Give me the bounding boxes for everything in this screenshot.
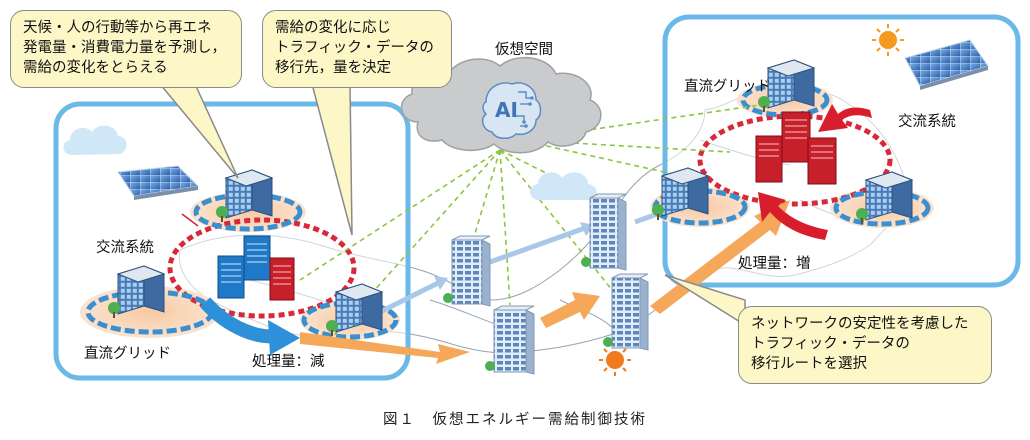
- callout-prediction-line-2: 発電量・消費電力量を予測し，: [23, 40, 226, 56]
- solar-panel-icon: [904, 39, 989, 90]
- office-building-icon: [108, 265, 166, 318]
- callout-tails: [158, 83, 746, 327]
- increase-arrows: [758, 104, 872, 240]
- cloud-icon: [529, 172, 597, 200]
- ac-ring-left: [167, 217, 357, 319]
- server-rack-group-right: [755, 111, 837, 185]
- callout-route-line-1: ネットワークの安定性を考慮した: [751, 316, 969, 332]
- callout-decision-line-1: 需給の変化に応じ: [275, 20, 391, 36]
- dc-glow-left: [80, 286, 220, 338]
- ac-grid-label-right: 交流系統: [898, 114, 956, 130]
- sun-icon: [599, 344, 631, 376]
- office-building-icon: [758, 59, 816, 112]
- tree-icon: [856, 208, 868, 224]
- ai-label: AI: [495, 98, 518, 122]
- data-center-tower-icon: [443, 235, 491, 307]
- dc-grid-label-right: 直流グリッド: [684, 79, 771, 95]
- callout-route: ネットワークの安定性を考慮した トラフィック・データの 移行ルートを選択: [738, 306, 992, 384]
- tree-icon: [581, 257, 591, 267]
- virtual-space-label: 仮想空間: [495, 42, 553, 58]
- ac-ring-right: [697, 113, 893, 207]
- office-building-icon: [652, 167, 710, 220]
- callout-decision-line-2: トラフィック・データの: [275, 40, 434, 56]
- callout-prediction: 天候・人の行動等から再エネ 発電量・消費電力量を予測し， 需給の変化をとらえる: [10, 10, 242, 88]
- cloud-icon: [63, 125, 127, 155]
- office-buildings: [108, 59, 914, 336]
- callout-decision-line-3: 移行先，量を決定: [275, 60, 391, 76]
- pointer-line: [181, 213, 199, 227]
- data-center-tower-icon: [485, 305, 535, 375]
- tree-icon: [216, 206, 228, 222]
- tree-icon: [758, 96, 770, 112]
- tree-icon: [603, 337, 613, 347]
- office-building-icon: [326, 283, 384, 336]
- tree-icon: [485, 361, 495, 371]
- sun-icon: [872, 24, 904, 56]
- office-building-icon: [856, 171, 914, 224]
- load-increase-label: 処理量：増: [738, 256, 811, 272]
- dc-grid-label-left: 直流グリッド: [84, 346, 171, 362]
- tree-icon: [108, 302, 120, 318]
- callout-decision: 需給の変化に応じ トラフィック・データの 移行先，量を決定: [262, 10, 452, 88]
- data-center-tower-icon: [603, 273, 649, 351]
- ai-brain-icon: [481, 82, 542, 139]
- figure-caption: 図１ 仮想エネルギー需給制御技術: [383, 412, 647, 428]
- decrease-arrow: [199, 297, 300, 355]
- tree-icon: [652, 204, 664, 220]
- server-rack-group-left: [217, 235, 295, 301]
- data-center-tower-icon: [581, 193, 627, 271]
- callout-route-line-2: トラフィック・データの: [751, 336, 910, 352]
- data-center-towers: [443, 193, 649, 375]
- solar-panel-icon: [117, 165, 200, 200]
- tree-icon: [443, 293, 453, 303]
- virtual-space-cloud: [400, 56, 602, 154]
- tree-icon: [326, 320, 338, 336]
- office-building-icon: [216, 169, 274, 222]
- callout-prediction-line-1: 天候・人の行動等から再エネ: [23, 20, 212, 36]
- ac-grid-label-left: 交流系統: [96, 240, 154, 256]
- callout-route-line-3: 移行ルートを選択: [751, 356, 867, 372]
- load-decrease-label: 処理量：減: [252, 354, 325, 370]
- callout-prediction-line-3: 需給の変化をとらえる: [23, 60, 168, 76]
